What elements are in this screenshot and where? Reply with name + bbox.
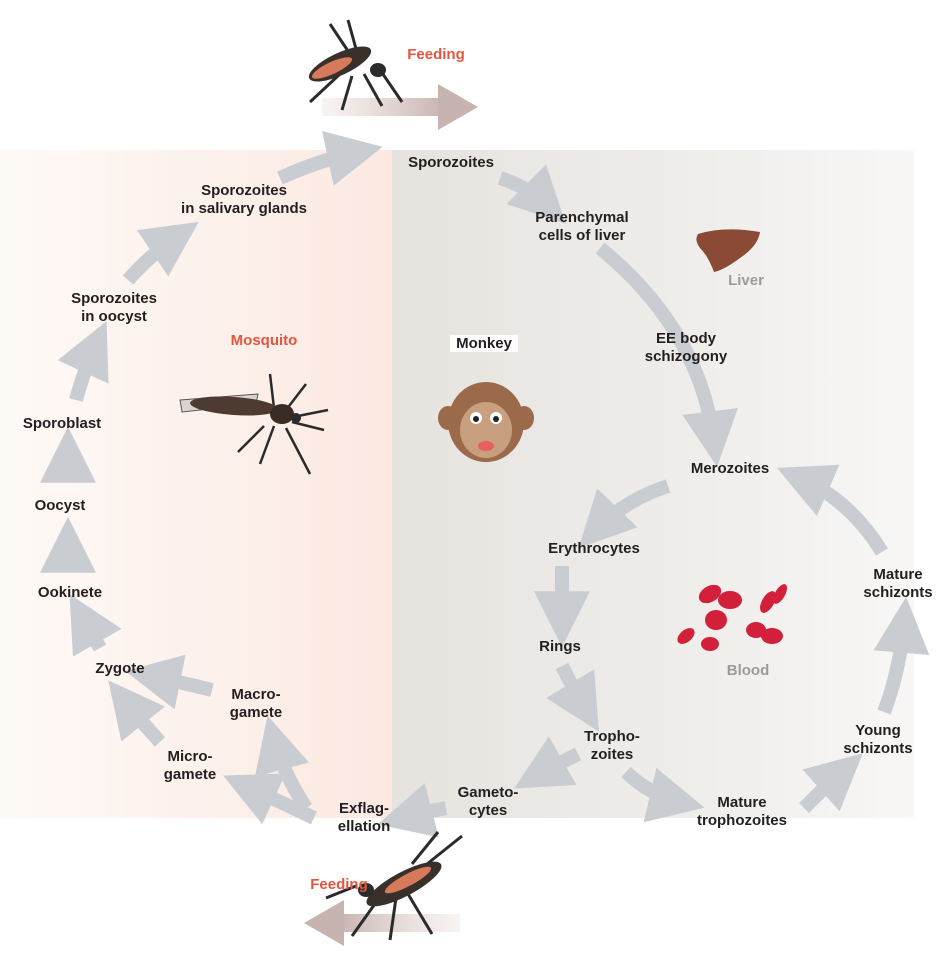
- stage-erythrocytes: Erythrocytes: [548, 540, 640, 558]
- arrow-merozoites-to-erythrocytes: [596, 486, 668, 530]
- arrow-microgamete-to-zygote: [124, 700, 160, 742]
- mosquito-feeding-icon: [290, 14, 410, 114]
- liver-icon: [694, 226, 764, 276]
- stage-sporoblast: Sporoblast: [23, 415, 101, 433]
- arrow-macrogamete-to-zygote: [150, 676, 212, 690]
- stage-exflagellation: Exflag-ellation: [338, 800, 391, 836]
- stage-microgamete: Micro-gamete: [164, 748, 217, 784]
- arrow-zygote-to-ookinete: [82, 616, 100, 648]
- mosquito-label: Mosquito: [231, 332, 298, 349]
- liver-label: Liver: [728, 272, 764, 289]
- blood-label: Blood: [727, 662, 770, 679]
- arrow-schizonts-to-merozoites: [800, 478, 882, 552]
- stage-macrogamete: Macro-gamete: [230, 686, 283, 722]
- arrow-rings-to-trophozoites: [562, 666, 586, 710]
- arrow-gametocytes-to-exflag: [402, 808, 446, 818]
- feeding-label-bottom: Feeding: [310, 876, 368, 893]
- arrow-young-to-mature-schizonts: [884, 622, 904, 712]
- mosquito-icon: [174, 370, 334, 480]
- stage-ookinete: Ookinete: [38, 584, 102, 602]
- arrow-trophozoites-to-gametocytes: [536, 754, 578, 776]
- arrow-sporozoites-to-parenchymal: [500, 178, 548, 206]
- stage-rings: Rings: [539, 638, 581, 656]
- arrow-sporoblast-to-oocyst: [76, 344, 96, 400]
- stage-gametocytes: Gameto-cytes: [458, 784, 519, 820]
- monkey-icon: [438, 378, 534, 466]
- monkey-label: Monkey: [450, 335, 518, 352]
- stage-oocyst: Oocyst: [35, 497, 86, 515]
- arrow-trophozoites-to-mature: [626, 772, 680, 802]
- arrow-salivary-to-sporozoites: [280, 152, 358, 178]
- arrow-oocyst-to-salivary: [128, 236, 178, 280]
- stage-sporozoites: Sporozoites: [408, 154, 494, 172]
- feeding-label-top: Feeding: [407, 46, 465, 63]
- stage-merozoites: Merozoites: [691, 460, 769, 478]
- stage-zygote: Zygote: [95, 660, 144, 678]
- blood-cells-icon: [672, 580, 792, 658]
- arrow-mature-to-young-schizonts: [804, 770, 844, 808]
- stage-trophozoites: Tropho-zoites: [584, 728, 640, 764]
